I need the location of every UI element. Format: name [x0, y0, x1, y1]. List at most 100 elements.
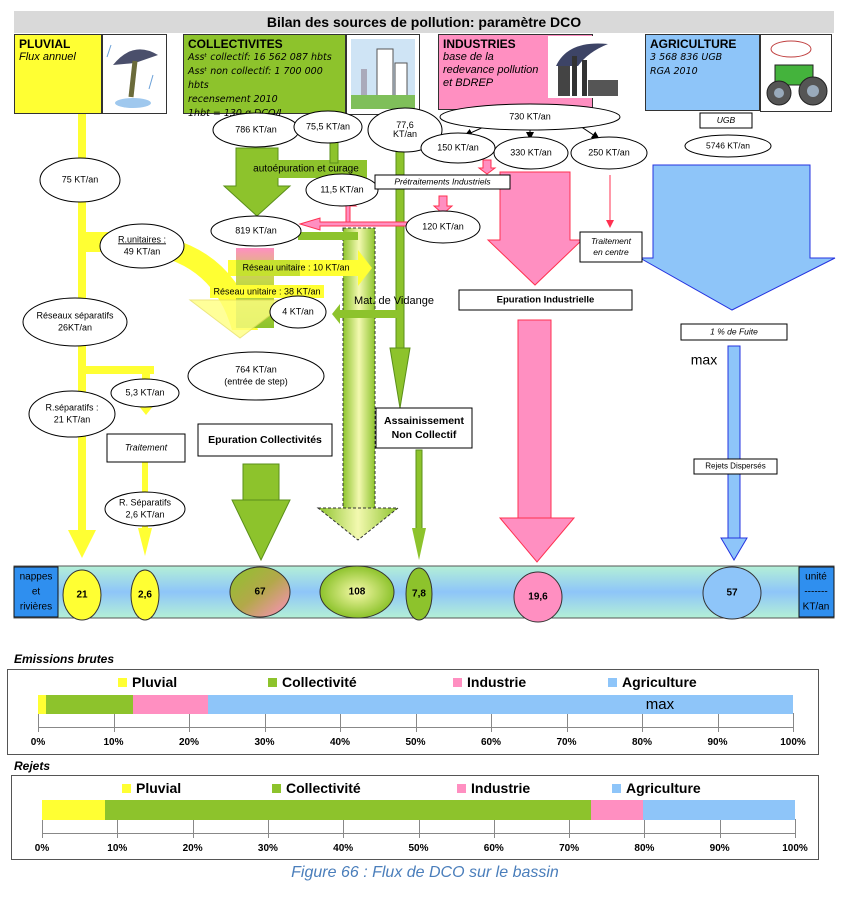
flow-label: Assainissement	[384, 415, 464, 427]
gridline	[493, 819, 495, 838]
tractor-icon	[760, 34, 832, 112]
tick-label: 70%	[556, 737, 577, 748]
city-icon	[346, 34, 420, 115]
river-value-ellipse	[702, 566, 762, 620]
river-value-ellipse	[229, 566, 291, 618]
tick-label: 50%	[408, 843, 429, 854]
legend-label: Industrie	[471, 780, 531, 796]
river-unit-label: -------	[804, 587, 827, 598]
rain-umbrella-icon	[102, 34, 167, 114]
bar-segment-agriculture	[207, 695, 793, 714]
gridline	[264, 713, 266, 732]
chart-title-rejets: Rejets	[14, 759, 51, 773]
flow-value-ellipse	[22, 297, 128, 347]
flow-label: 250 KT/an	[588, 147, 630, 157]
flow-label: Réseaux séparatifs	[36, 310, 114, 320]
river-value-ellipse	[62, 569, 102, 621]
source-line: Flux annuel	[19, 51, 76, 63]
flow-label: 730 KT/an	[509, 111, 551, 121]
flow-box	[693, 458, 778, 475]
legend-item: Agriculture	[608, 674, 697, 690]
legend-item: Pluvial	[122, 780, 181, 796]
gridline	[569, 819, 571, 838]
tick-label: 100%	[782, 843, 808, 854]
gridline	[113, 713, 115, 732]
tick-label: 20%	[178, 737, 200, 748]
gridline	[192, 819, 194, 838]
flow-label: 1 % de Fuite	[710, 326, 758, 336]
legend-label: Collectivité	[286, 780, 361, 796]
reseau-unitaire-38-label: Réseau unitaire : 38 KT/an	[213, 286, 320, 296]
x-axis	[38, 727, 793, 728]
flow-label: 21 KT/an	[54, 414, 91, 424]
flow-label: Traitement	[125, 442, 168, 452]
reseau-unitaire-38-bg	[210, 285, 324, 298]
flow-label: Non Collectif	[392, 429, 457, 441]
gridline	[793, 713, 794, 732]
source-collectivites: COLLECTIVITES Assᵗ collectif: 16 562 087…	[183, 34, 346, 119]
river-value-ellipse	[513, 571, 563, 623]
river-value: 2,6	[138, 590, 152, 601]
flow-box	[375, 407, 473, 449]
tick-label: 10%	[107, 843, 128, 854]
river-value: 57	[726, 588, 738, 599]
flow-value-ellipse	[187, 351, 325, 401]
source-line: 3 568 836 UGB	[650, 52, 723, 63]
flow-label: 786 KT/an	[235, 124, 277, 134]
max-label: max	[691, 352, 717, 368]
flow-value-ellipse	[420, 132, 496, 164]
tick-label: 40%	[333, 843, 354, 854]
bar-annotation: max	[645, 696, 675, 713]
flow-label: en centre	[593, 247, 629, 257]
legend-item: Pluvial	[118, 674, 177, 690]
gridline	[719, 819, 721, 838]
bar-segment-industrie	[133, 695, 208, 714]
flow-label: 5746 KT/an	[706, 140, 750, 150]
flow-value-ellipse	[110, 378, 180, 408]
river-left-label: rivières	[20, 602, 52, 613]
flow-label: 819 KT/an	[235, 225, 277, 235]
source-title: PLUVIAL	[19, 37, 71, 51]
tick-label: 0%	[34, 843, 50, 854]
flow-label: 75,5 KT/an	[306, 121, 350, 131]
legend-label: Agriculture	[622, 674, 697, 690]
gridline	[717, 713, 719, 732]
flow-value-ellipse	[99, 223, 185, 269]
gridline	[566, 713, 568, 732]
gridline	[340, 713, 341, 732]
river-value: 67	[254, 587, 266, 598]
tick-label: 90%	[707, 737, 728, 748]
gridline	[642, 713, 643, 732]
flow-value-ellipse	[269, 295, 327, 329]
legend-label: Industrie	[467, 674, 527, 690]
flow-value-ellipse	[210, 215, 302, 247]
source-line: RGA 2010	[650, 66, 698, 77]
bar-segment-pluvial	[42, 800, 106, 820]
river-unit-label: KT/an	[803, 602, 830, 613]
source-line: redevance pollution	[443, 64, 539, 76]
industrie-flow	[298, 125, 614, 563]
flow-box	[579, 231, 643, 263]
tick-label: 30%	[257, 843, 278, 854]
bar-segment-industrie	[590, 800, 643, 820]
flow-box	[699, 112, 753, 129]
river-value: 19,6	[528, 592, 548, 603]
legend-swatch	[272, 783, 281, 793]
legend-item: Industrie	[457, 780, 530, 796]
legend-item: Collectivité	[268, 674, 357, 690]
source-pluvial: PLUVIAL Flux annuel	[14, 34, 102, 114]
source-line: et BDREP	[443, 77, 494, 89]
river-value-ellipse	[319, 565, 395, 619]
flow-value-ellipse	[570, 136, 648, 170]
river-value-ellipse	[130, 569, 160, 621]
source-line: Assᵗ non collectif: 1 700 000 hbts	[188, 66, 323, 91]
gridline	[415, 713, 417, 732]
legend-swatch	[608, 677, 617, 687]
flow-value-ellipse	[493, 136, 569, 170]
flow-label: Prétraitements Industriels	[394, 176, 491, 186]
flow-value-ellipse	[367, 107, 443, 153]
legend-swatch	[118, 677, 127, 687]
flow-label: R. Séparatifs	[119, 497, 172, 507]
gridline	[491, 713, 492, 732]
